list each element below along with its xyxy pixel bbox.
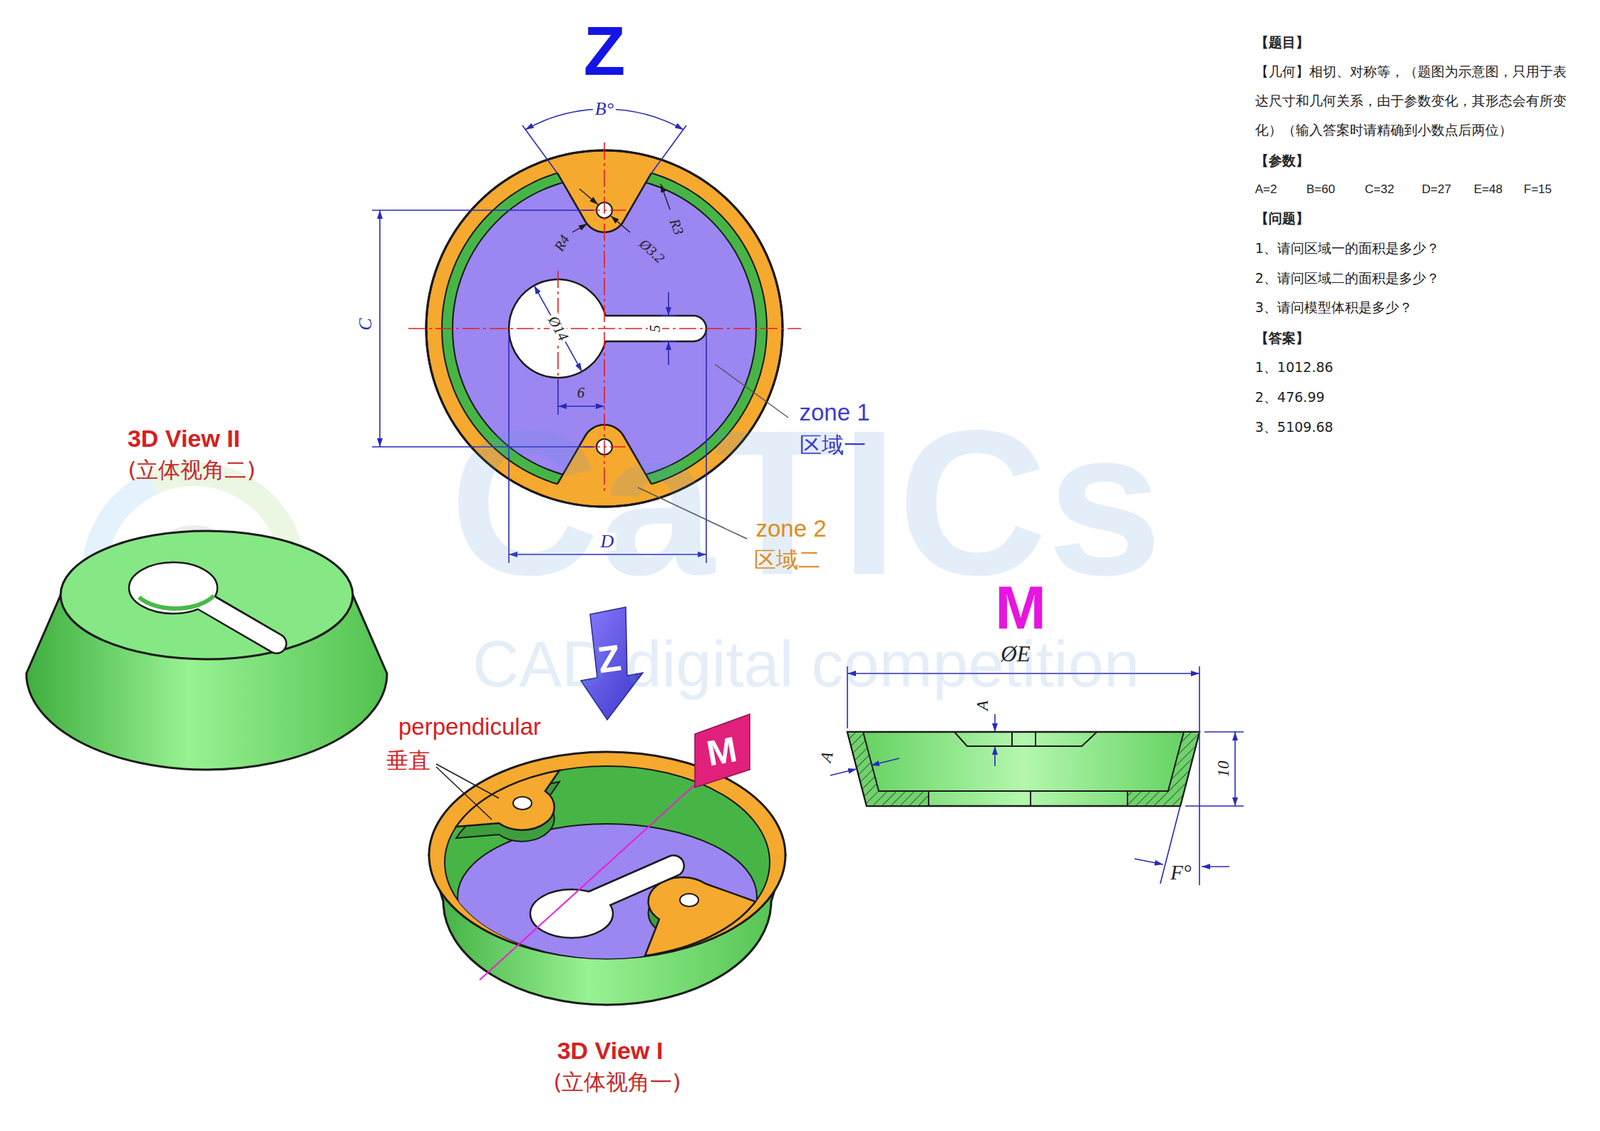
dimension-line [994, 714, 996, 732]
section-hatch [1127, 731, 1200, 807]
dimension-text: B° [592, 99, 616, 119]
cutting-plane-line [479, 778, 703, 980]
diameter-dimension [534, 285, 583, 373]
pin-hole [513, 796, 532, 810]
view-title: (立体视角二) [127, 457, 256, 482]
question: 1、请问区域一的面积是多少？ [1255, 240, 1440, 256]
dimension-text: A [973, 700, 992, 711]
keyhole-slot [580, 865, 674, 907]
lug [644, 877, 756, 956]
dimension-text: D [598, 532, 617, 551]
leader-line [436, 764, 499, 799]
note-text: 【几何】相切、对称等，（题图为示意图，只用于表达尺寸和几何关系，由于参数变化，其… [1255, 57, 1573, 145]
section-body [847, 731, 1200, 807]
dimension-line [830, 768, 857, 776]
keyhole-wall [138, 595, 214, 609]
dimension-line [667, 341, 670, 365]
extension-line [661, 340, 676, 343]
view-title: (立体视角一) [553, 1069, 681, 1094]
dimension-line [667, 292, 670, 316]
angle-arrow [1134, 858, 1164, 865]
parameter: E=48 [1473, 183, 1503, 197]
radius-leader [660, 183, 670, 210]
zone-label: 区域二 [754, 547, 821, 572]
parameter: D=27 [1421, 183, 1452, 197]
floor-edge [1029, 791, 1032, 807]
view-title: 3D View I [557, 1037, 664, 1065]
zone-label: 区域一 [799, 432, 866, 457]
dimension-line [1234, 731, 1236, 807]
lug-edge [954, 731, 1097, 747]
question: 3、请问模型体积是多少？ [1255, 300, 1413, 316]
dimension-text: ØE [1000, 642, 1030, 667]
angle-arrow [1201, 865, 1230, 868]
answer: 2、476.99 [1255, 389, 1325, 405]
extension-line [651, 125, 687, 174]
zone-label: zone 2 [755, 515, 827, 542]
section-hatch [847, 731, 929, 807]
hole-edge [1011, 731, 1013, 747]
dimension-text: C [355, 317, 377, 330]
dimension-line [379, 210, 381, 447]
keyhole-slot [186, 591, 277, 644]
hole-leader [610, 215, 631, 233]
pin-hole [679, 893, 699, 907]
dimension-text: 6 [577, 384, 586, 402]
extension-line [372, 209, 594, 211]
keyhole-slot-edge [580, 865, 674, 907]
zone-label: zone 1 [798, 399, 870, 426]
leader-line [436, 766, 492, 820]
view-title: 3D View II [127, 425, 241, 452]
extension-line [1198, 666, 1201, 886]
view-letter: M [994, 573, 1047, 642]
section-heading: 【题目】 [1255, 34, 1310, 50]
floor-edge [928, 790, 1128, 792]
hole-edge [1034, 731, 1037, 747]
answer: 1、1012.86 [1255, 359, 1334, 375]
view-letter: Z [583, 13, 626, 90]
section-heading: 【答案】 [1255, 330, 1310, 346]
section-heading: 【参数】 [1255, 153, 1310, 169]
section-heading: 【问题】 [1255, 210, 1310, 226]
section-edges [928, 731, 1128, 807]
extension-line [522, 125, 558, 174]
hole-leader [579, 188, 598, 205]
parameter: B=60 [1306, 183, 1335, 197]
section-flag [694, 714, 750, 788]
dimension-line [870, 758, 900, 766]
parameter: A=2 [1255, 183, 1278, 197]
extension-line [1204, 731, 1244, 733]
question: 2、请问区域二的面积是多少？ [1255, 270, 1440, 286]
dimension-text: F° [1168, 862, 1194, 884]
top-face [60, 530, 353, 660]
floor [457, 823, 757, 970]
answer: 3、5109.68 [1255, 419, 1334, 435]
radius-leader [572, 223, 588, 233]
parameter: C=32 [1364, 183, 1395, 197]
extension-line [1185, 805, 1244, 807]
dimension-text: 10 [1215, 759, 1232, 780]
callout-label: perpendicular [398, 714, 541, 740]
dimension-text: A [816, 749, 837, 765]
extension-line [661, 315, 676, 317]
dimension-line [994, 746, 996, 767]
dimension-text: 5 [647, 322, 663, 335]
callout-label: 垂直 [386, 748, 431, 773]
parameter: F=15 [1523, 183, 1552, 197]
